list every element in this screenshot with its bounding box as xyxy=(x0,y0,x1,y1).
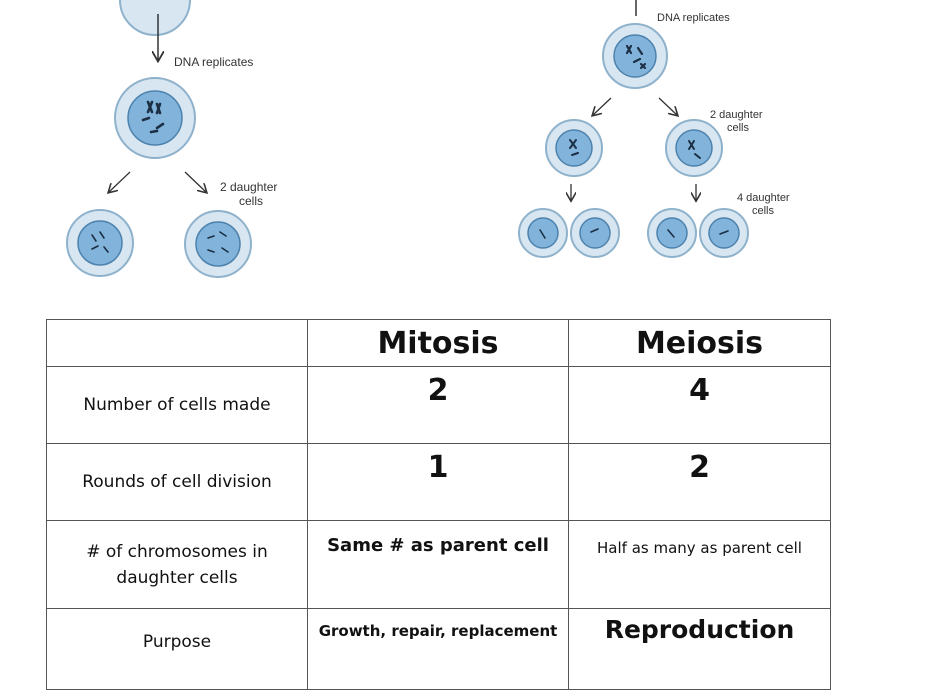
gamete-cell-4 xyxy=(699,208,749,258)
daughter-cells-label: 2 daughter xyxy=(220,180,277,194)
cell-division-diagram: DNA replicates 2 daughter cells xyxy=(66,0,790,278)
arrow-left xyxy=(109,171,131,192)
first-division-label: 2 daughter xyxy=(710,109,763,121)
header-row: Mitosis Meiosis xyxy=(46,319,831,367)
first-division-cell-right xyxy=(665,119,723,177)
first-division-cell-left xyxy=(545,119,603,177)
second-division-label: 4 daughter xyxy=(737,192,790,204)
row-label-rounds: Rounds of cell division xyxy=(46,443,308,521)
row-label-cells-made: Number of cells made xyxy=(46,366,308,444)
gamete-cell-1 xyxy=(518,208,568,258)
mitosis-chromosomes: Same # as parent cell xyxy=(307,520,569,609)
meiosis-rounds: 2 xyxy=(568,443,831,521)
header-mitosis: Mitosis xyxy=(307,319,569,367)
arrow-right xyxy=(184,171,206,192)
gamete-cell-3 xyxy=(647,208,697,258)
second-division-label-2: cells xyxy=(752,205,775,217)
mitosis-diagram: DNA replicates 2 daughter cells xyxy=(66,0,277,278)
dna-replicates-label-meiosis: DNA replicates xyxy=(657,12,730,24)
arrow-left-meiosis xyxy=(593,97,612,115)
row-label-chromosomes-line1: # of chromosomes in xyxy=(86,541,268,562)
header-corner-cell xyxy=(46,319,308,367)
arrow-right-meiosis xyxy=(658,97,677,115)
daughter-cell-left xyxy=(66,209,134,277)
mitosis-rounds: 1 xyxy=(307,443,569,521)
first-division-label-2: cells xyxy=(727,122,750,134)
meiosis-purpose: Reproduction xyxy=(568,608,831,690)
table-row: Purpose Growth, repair, replacement Repr… xyxy=(46,608,831,690)
meiosis-diagram: DNA replicates 2 daughter cells xyxy=(518,0,790,258)
daughter-cells-label-2: cells xyxy=(239,194,263,208)
meiosis-cells-made: 4 xyxy=(568,366,831,444)
replicated-cell xyxy=(114,77,196,159)
gamete-cell-2 xyxy=(570,208,620,258)
row-label-chromosomes-line2: daughter cells xyxy=(116,567,238,588)
parent-cell-partial xyxy=(119,0,191,36)
header-meiosis: Meiosis xyxy=(568,319,831,367)
table-row: Number of cells made 2 4 xyxy=(46,366,831,444)
mitosis-cells-made: 2 xyxy=(307,366,569,444)
chromosomes xyxy=(141,100,165,134)
table-row: # of chromosomes in daughter cells Same … xyxy=(46,520,831,609)
row-label-chromosomes: # of chromosomes in daughter cells xyxy=(46,520,308,609)
daughter-cell-right xyxy=(184,210,252,278)
meiosis-chromosomes: Half as many as parent cell xyxy=(568,520,831,609)
table-row: Rounds of cell division 1 2 xyxy=(46,443,831,521)
mitosis-meiosis-comparison-table: Mitosis Meiosis Number of cells made 2 4… xyxy=(46,319,831,690)
row-label-purpose: Purpose xyxy=(46,608,308,690)
dna-replicates-label: DNA replicates xyxy=(174,55,253,69)
mitosis-purpose: Growth, repair, replacement xyxy=(307,608,569,690)
replicated-cell-meiosis xyxy=(602,23,668,89)
